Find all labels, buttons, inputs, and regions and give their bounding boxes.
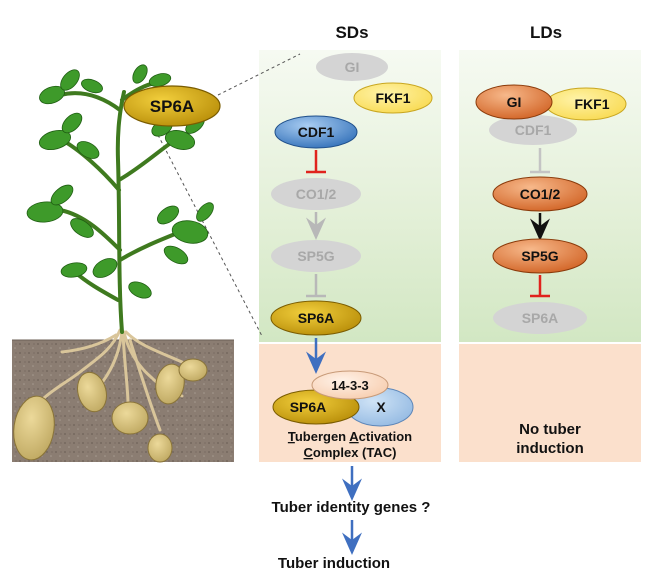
potato-plant-illustration: SP6A: [12, 64, 234, 463]
lds-cdf1-node: [489, 115, 577, 145]
sds-cdf1-node: [274, 115, 358, 149]
sds-gi-label: GI: [345, 59, 360, 75]
lds-sp6a-label: SP6A: [522, 310, 559, 326]
tac-caption-initial: A: [349, 429, 359, 444]
tuber: [155, 363, 185, 405]
zoom-line-bottom: [157, 134, 263, 337]
x-protein-label: X: [376, 399, 386, 415]
tuber: [111, 401, 149, 435]
tac-sp6a-label: SP6A: [290, 399, 327, 415]
leaves: [26, 64, 214, 299]
tac-caption-line1: Tubergen Activation: [288, 429, 412, 444]
tuber-induction-label: Tuber induction: [278, 555, 390, 572]
sds-fkf1-label: FKF1: [376, 90, 411, 106]
sds-gi-node: [316, 53, 388, 81]
lds-co12-node: [492, 176, 588, 212]
tuber-identity-genes-label: Tuber identity genes ?: [272, 499, 431, 516]
sds-co12-label: CO1/2: [296, 186, 337, 202]
tuber: [13, 395, 55, 461]
p1433-label: 14-3-3: [331, 378, 369, 393]
lds-fkf1-label: FKF1: [575, 96, 610, 112]
tuber: [77, 371, 107, 413]
tuber: [178, 358, 208, 382]
tac-caption-initial: T: [288, 429, 296, 444]
sds-sp6a-label: SP6A: [298, 310, 335, 326]
lds-sp6a-node: [493, 302, 587, 334]
lds-gi-label: GI: [507, 94, 522, 110]
tac-caption-word: omplex (TAC): [313, 445, 397, 460]
sds-cdf1-label: CDF1: [298, 124, 335, 140]
sds-pathway: GI FKF1 CDF1 CO1/2 SP5G SP6A: [270, 53, 433, 374]
sp6a-leaf-node: [123, 85, 221, 127]
tac-caption-line2: Complex (TAC): [304, 445, 397, 460]
tac-caption-initial: C: [304, 445, 314, 460]
no-tuber-line2: induction: [516, 440, 584, 457]
tac-caption-word: ctivation: [359, 429, 413, 444]
lds-co12-label: CO1/2: [520, 186, 561, 202]
roots: [42, 328, 184, 432]
lds-pathway: CDF1 FKF1 GI CO1/2 SP5G SP6A: [475, 84, 627, 334]
tac-caption-word: ubergen: [295, 429, 349, 444]
column-title-lds: LDs: [530, 23, 562, 42]
tac-complex: X SP6A 14-3-3 Tubergen Activation Comple…: [272, 370, 414, 460]
sds-sp5g-label: SP5G: [297, 248, 334, 264]
sds-sp5g-node: [271, 240, 361, 272]
lds-sp5g-node: [492, 238, 588, 274]
sp6a-leaf-label: SP6A: [150, 97, 194, 116]
sds-sp6a-node: [270, 300, 362, 336]
column-title-sds: SDs: [335, 23, 368, 42]
lds-sp5g-label: SP5G: [521, 248, 558, 264]
lds-cdf1-label: CDF1: [515, 122, 552, 138]
lds-lower-panel: [459, 344, 641, 462]
no-tuber-line1: No tuber: [519, 421, 581, 438]
sds-co12-node: [271, 178, 361, 210]
tuber: [147, 433, 173, 463]
sds-fkf1-node: [353, 82, 433, 114]
lds-gi-node: [475, 84, 553, 120]
p1433-node: [311, 370, 389, 400]
